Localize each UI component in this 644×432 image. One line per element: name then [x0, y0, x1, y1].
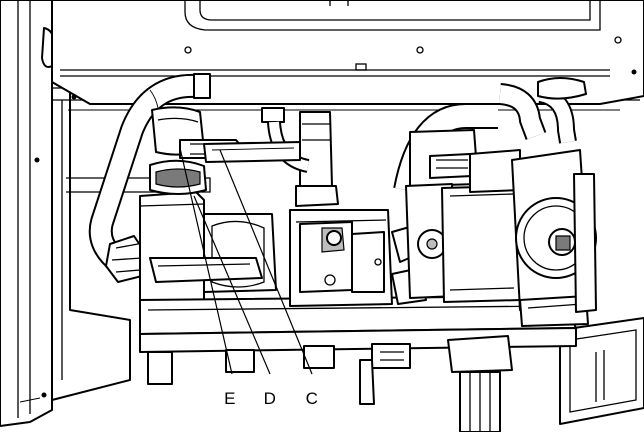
callout-labels: E D C — [224, 389, 318, 408]
callout-label-c: C — [306, 389, 319, 408]
leader-c — [219, 149, 313, 375]
right-side-bracket — [559, 317, 644, 425]
leader-d — [193, 195, 271, 375]
callout-label-e: E — [224, 389, 236, 408]
left-side-panel — [0, 0, 55, 427]
callout-label-d: D — [264, 389, 277, 408]
leader-e — [179, 147, 233, 375]
mid-manifold-bar — [203, 141, 301, 163]
circulating-pump — [393, 77, 597, 327]
callout-leaders — [179, 147, 313, 375]
gas-valve — [261, 107, 429, 307]
left-valve-body — [139, 106, 277, 301]
bottom-manifold — [139, 295, 577, 432]
